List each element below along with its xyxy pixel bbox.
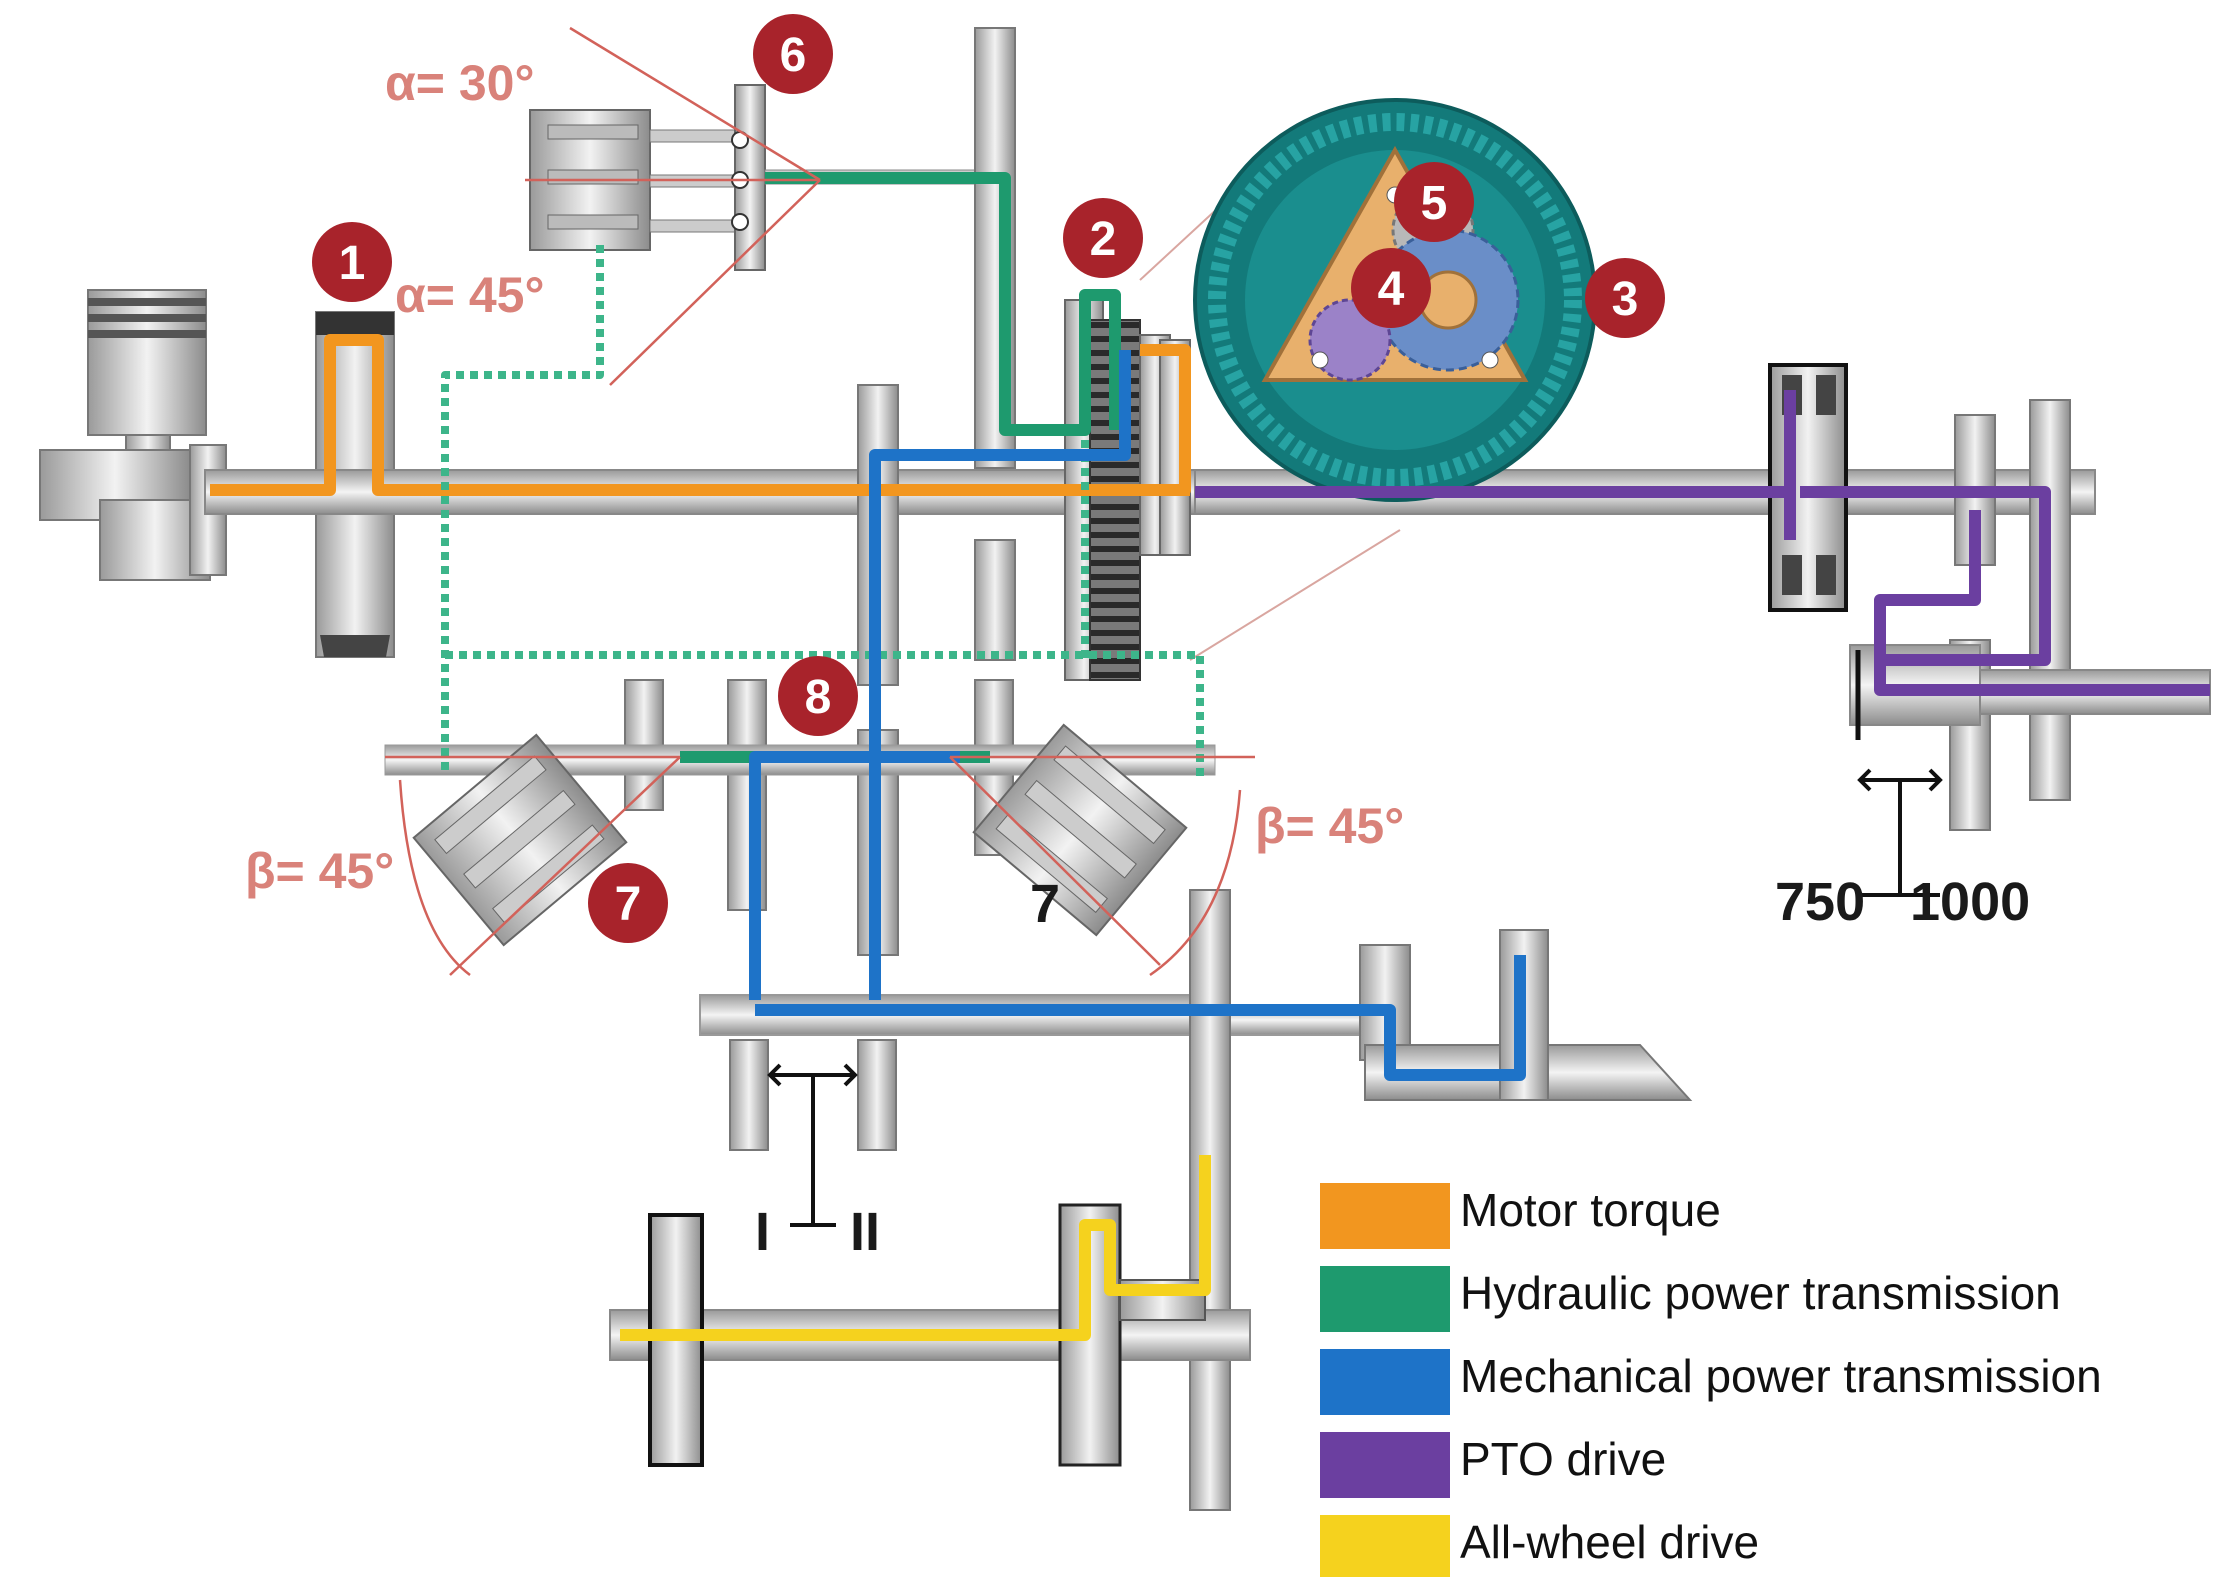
callout-1: 1 [312,222,392,302]
legend-item-hydraulic: Hydraulic power transmission [1320,1266,2061,1332]
motor-7-label: 7 [1030,874,1060,934]
upper-gear-disc [974,27,1016,661]
callout-7: 7 [588,863,668,943]
svg-text:2: 2 [1090,213,1117,266]
shift-indicator-range [767,1063,858,1227]
legend-label: Motor torque [1460,1184,1721,1236]
legend-item-pto: PTO drive [1320,1432,1666,1498]
callout-5: 5 [1394,162,1474,242]
flow-mechanical [749,350,1526,1081]
callout-6: 6 [753,14,833,94]
legend-label: Mechanical power transmission [1460,1350,2102,1402]
legend-swatch [1320,1266,1450,1332]
speed-1000-label: 1000 [1910,872,2030,932]
hydraulic-motor-left [412,733,628,947]
legend-label: All-wheel drive [1460,1516,1759,1568]
callout-2: 2 [1063,198,1143,278]
legend-label: Hydraulic power transmission [1460,1267,2061,1319]
alpha-45-label: α= 45° [395,267,544,323]
svg-text:1: 1 [339,237,366,290]
planetary-zoom [1139,98,1597,661]
svg-text:5: 5 [1421,177,1448,230]
beta-right-label: β= 45° [1255,798,1404,854]
gear-ii-label: II [850,1202,880,1262]
pto-clutch [1768,363,2211,831]
hydraulic-motor-right [972,723,1188,937]
svg-text:4: 4 [1378,263,1405,316]
callout-3: 3 [1585,258,1665,338]
svg-text:8: 8 [805,671,832,724]
legend-swatch [1320,1432,1450,1498]
engine-piston [39,289,227,581]
legend-swatch [1320,1183,1450,1249]
legend-swatch [1320,1515,1450,1577]
flow-all-wheel [620,1155,1211,1341]
flow-motor-torque [210,334,1191,496]
legend-swatch [1320,1349,1450,1415]
flow-pto [1195,390,2210,696]
svg-text:7: 7 [615,878,642,931]
shift-indicator-pto [1857,768,1943,897]
gear-i-label: I [755,1202,770,1262]
legend-label: PTO drive [1460,1433,1666,1485]
alpha-30-label: α= 30° [385,55,534,111]
svg-text:6: 6 [780,29,807,82]
beta-left-label: β= 45° [245,843,394,899]
callout-4: 4 [1351,248,1431,328]
svg-text:3: 3 [1612,273,1639,326]
legend-item-motor-torque: Motor torque [1320,1183,1721,1249]
angle-lines [385,26,1255,977]
speed-750-label: 750 [1775,872,1865,932]
callout-8: 8 [778,656,858,736]
legend: Motor torque Hydraulic power transmissio… [1320,1183,2102,1577]
legend-item-mechanical: Mechanical power transmission [1320,1349,2102,1415]
legend-item-all-wheel: All-wheel drive [1320,1515,1759,1577]
